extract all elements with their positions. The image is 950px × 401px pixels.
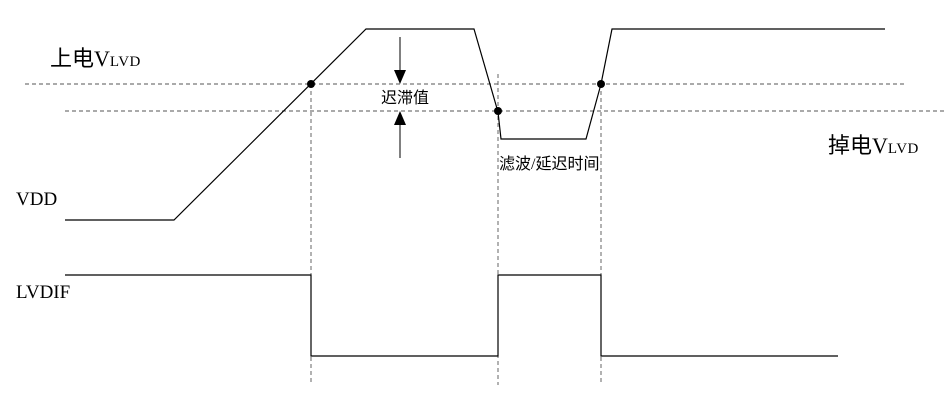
power-up-threshold-label: 上电VLVD xyxy=(50,46,141,71)
crossing-point-recovery xyxy=(597,80,605,88)
hysteresis-arrows xyxy=(394,37,406,158)
hysteresis-label: 迟滞值 xyxy=(380,90,431,107)
filter-delay-label: 滤波/延迟时间 xyxy=(499,156,600,173)
vdd-waveform xyxy=(65,28,885,221)
crossing-point-rising xyxy=(307,80,315,88)
lvdif-label: LVDIF xyxy=(16,282,71,303)
vdd-label: VDD xyxy=(16,189,58,210)
power-down-threshold-label: 掉电VLVD xyxy=(828,133,919,158)
crossing-point-falling xyxy=(494,107,502,115)
lvdif-waveform xyxy=(65,274,838,357)
